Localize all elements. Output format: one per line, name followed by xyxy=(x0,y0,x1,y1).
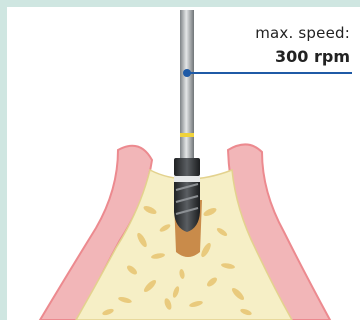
speed-pointer xyxy=(183,69,352,77)
drill-icon xyxy=(174,10,200,232)
speed-caption: max. speed: xyxy=(255,26,350,41)
speed-value: 300 rpm xyxy=(275,49,350,65)
